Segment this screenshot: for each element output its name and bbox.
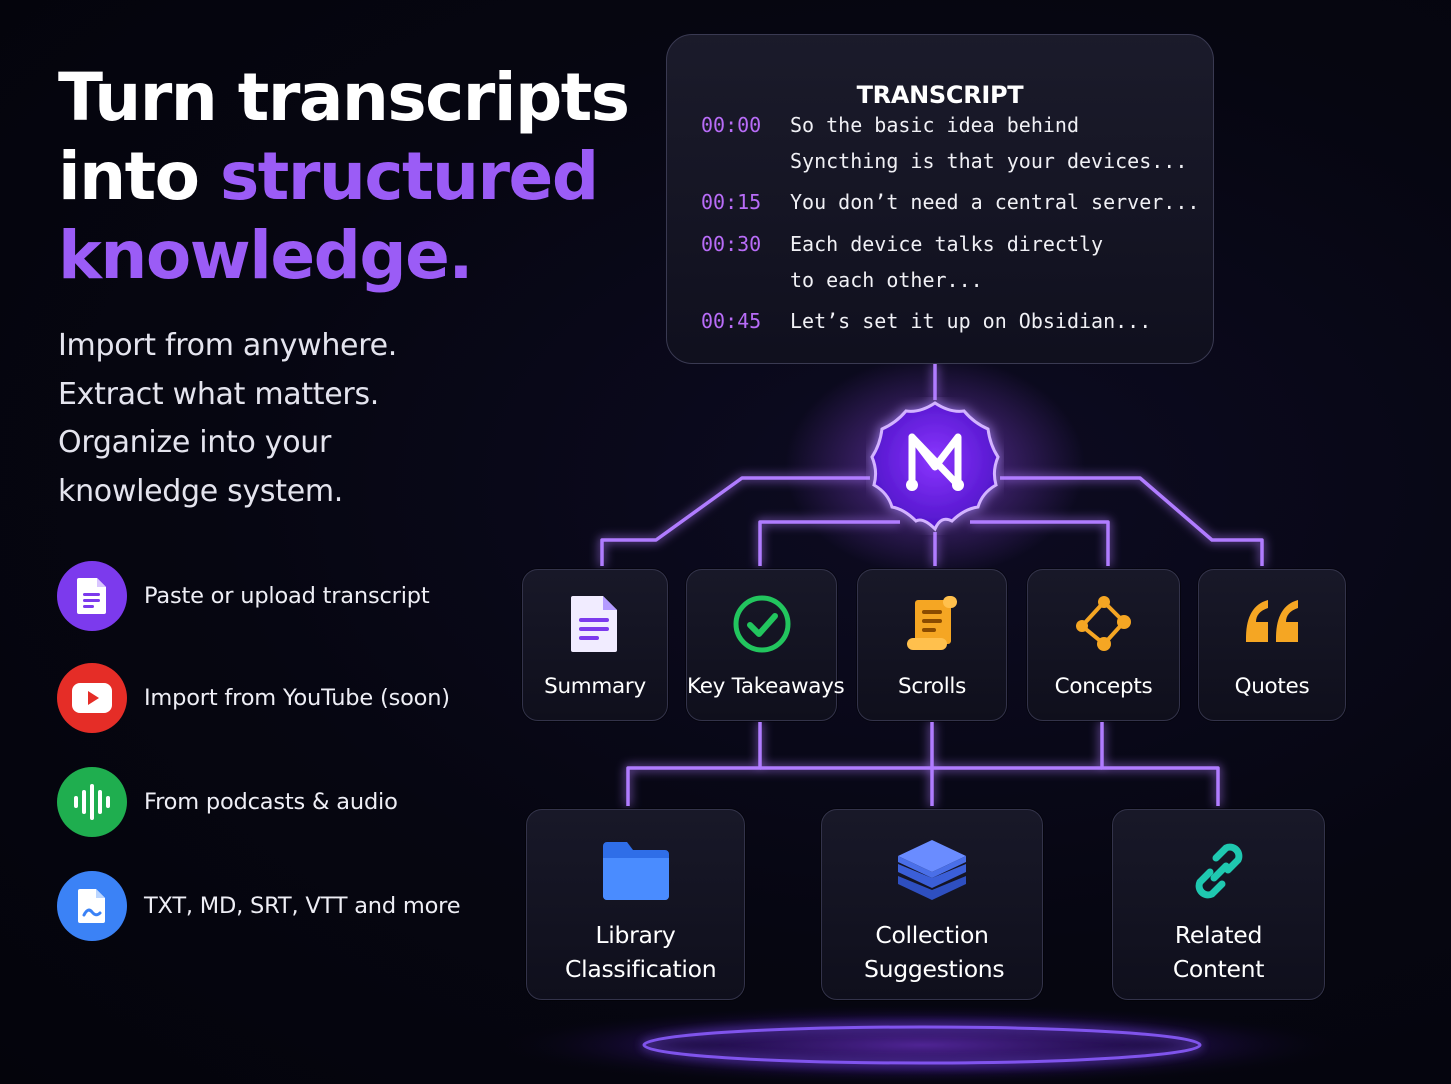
link-icon [1195, 843, 1242, 899]
headline-accent: structured [219, 138, 599, 215]
hub-node [866, 397, 1004, 535]
timestamp: 00:15 [701, 190, 762, 214]
subtext-line: Organize into your [58, 425, 331, 460]
card-key-takeaways[interactable]: Key Takeaways [686, 569, 845, 721]
timestamp: 00:30 [701, 232, 762, 256]
card-collection-suggestions[interactable]: Collection Suggestions [821, 809, 1043, 1000]
card-label: Concepts [1054, 674, 1153, 699]
feature-label: Import from YouTube (soon) [144, 685, 450, 711]
card-label: Library Classification [565, 921, 717, 983]
headline: Turn transcripts into structured knowled… [58, 58, 630, 295]
transcript-text: You don’t need a central server... [790, 190, 1200, 214]
timestamp: 00:00 [701, 113, 762, 137]
transcript-panel: TRANSCRIPT 00:00 So the basic idea behin… [666, 34, 1214, 364]
card-library-classification[interactable]: Library Classification [526, 809, 745, 1000]
feature-label: Paste or upload transcript [144, 583, 430, 609]
feature-label: From podcasts & audio [144, 789, 398, 815]
transcript-text: So the basic idea behind Syncthing is th… [790, 113, 1188, 173]
document-icon [57, 561, 127, 631]
feature-podcasts: From podcasts & audio [57, 767, 398, 837]
audio-wave-icon [57, 767, 127, 837]
quote-icon [1246, 600, 1298, 642]
subtext-line: Extract what matters. [58, 376, 380, 412]
feature-label: TXT, MD, SRT, VTT and more [144, 893, 461, 919]
card-summary[interactable]: Summary [522, 569, 668, 721]
youtube-icon [57, 663, 127, 733]
headline-plain: into [58, 138, 220, 215]
card-concepts[interactable]: Concepts [1027, 569, 1180, 721]
card-scrolls[interactable]: Scrolls [857, 569, 1007, 721]
check-circle-icon [733, 595, 790, 653]
transcript-text: Each device talks directly to each other… [790, 232, 1104, 292]
scroll-icon [907, 596, 957, 650]
transcript-title: TRANSCRIPT [856, 81, 1024, 109]
card-label: Related Content [1172, 921, 1265, 983]
card-label: Collection Suggestions [864, 921, 1005, 983]
card-label: Summary [544, 674, 646, 699]
subtext-line: knowledge system. [58, 473, 344, 509]
subtext: Import from anywhere. Extract what matte… [58, 322, 397, 516]
summary-doc-icon [571, 596, 617, 652]
headline-line-3: knowledge. [58, 217, 473, 294]
feature-formats: TXT, MD, SRT, VTT and more [57, 871, 461, 941]
concepts-graph-icon [1075, 596, 1131, 651]
card-label: Scrolls [897, 674, 967, 699]
headline-line-2: into structured [58, 137, 629, 216]
timestamp: 00:45 [701, 309, 762, 333]
file-icon [57, 871, 127, 941]
feature-paste-upload: Paste or upload transcript [57, 561, 430, 631]
transcript-text: Let’s set it up on Obsidian... [790, 309, 1152, 333]
m-logo-icon [870, 401, 1000, 532]
card-label: Key Takeaways [687, 674, 845, 699]
card-related-content[interactable]: Related Content [1112, 809, 1325, 1000]
subtext-line: Import from anywhere. [58, 328, 397, 363]
card-label: Quotes [1234, 674, 1310, 699]
card-quotes[interactable]: Quotes [1198, 569, 1346, 721]
headline-line-1: Turn transcripts [58, 59, 630, 136]
layers-icon [898, 840, 966, 900]
feature-youtube: Import from YouTube (soon) [57, 663, 450, 733]
folder-icon [602, 842, 669, 900]
